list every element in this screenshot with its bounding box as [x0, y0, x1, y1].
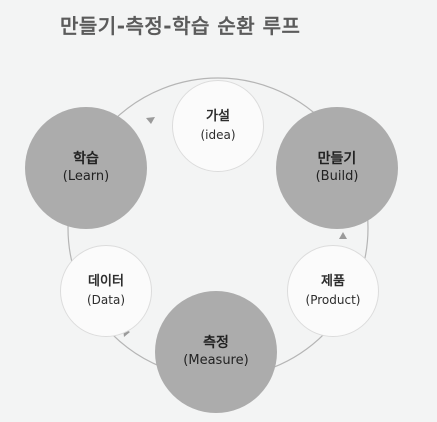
node-data-sublabel: (Data) [86, 293, 125, 307]
node-learn: 학습 (Learn) [25, 107, 147, 229]
node-hypothesis-label: 가설 [206, 109, 230, 124]
node-hypothesis-sublabel: (idea) [200, 128, 236, 142]
arrow-learn-to-hypothesis-icon [146, 117, 155, 124]
node-product: 제품 (Product) [287, 245, 379, 337]
page-title: 만들기-측정-학습 순환 루프 [60, 14, 301, 38]
node-build: 만들기 (Build) [276, 107, 398, 229]
node-build-label: 만들기 [317, 151, 357, 167]
node-hypothesis: 가설 (idea) [172, 80, 264, 172]
node-measure: 측정 (Measure) [155, 291, 277, 413]
arrow-build-to-product-icon [339, 232, 347, 239]
node-build-sublabel: (Build) [315, 169, 359, 184]
node-product-sublabel: (Product) [305, 293, 361, 307]
node-product-label: 제품 [321, 274, 345, 289]
node-measure-sublabel: (Measure) [183, 353, 249, 368]
node-learn-sublabel: (Learn) [62, 169, 110, 184]
node-learn-label: 학습 [73, 151, 99, 167]
node-data-label: 데이터 [88, 274, 124, 289]
node-data: 데이터 (Data) [60, 245, 152, 337]
node-measure-label: 측정 [203, 335, 229, 351]
